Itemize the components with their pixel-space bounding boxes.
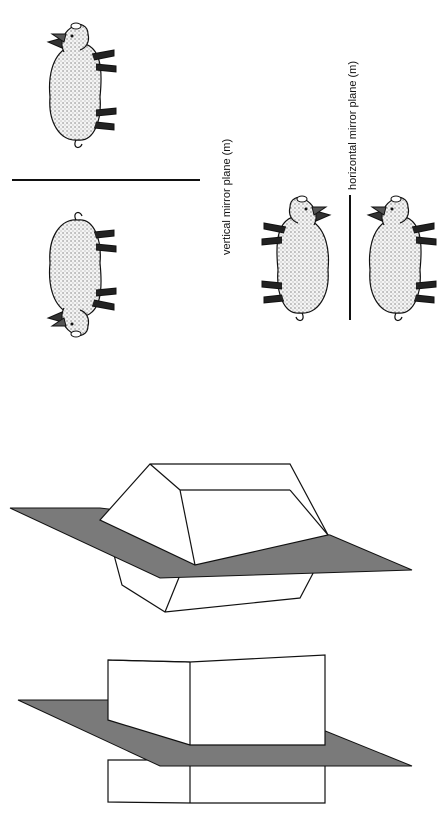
- pig-upper-left: [48, 23, 116, 147]
- horizontal-mirror-label: horizontal mirror plane (m): [347, 61, 359, 190]
- tilted-block-diagram: [10, 464, 412, 612]
- pig-right-inner: [262, 196, 330, 320]
- straight-block-diagram: [18, 655, 412, 803]
- vertical-mirror-label: vertical mirror plane (m): [221, 139, 233, 255]
- pig-right-outer: [368, 196, 436, 320]
- pig-lower-left: [48, 213, 116, 337]
